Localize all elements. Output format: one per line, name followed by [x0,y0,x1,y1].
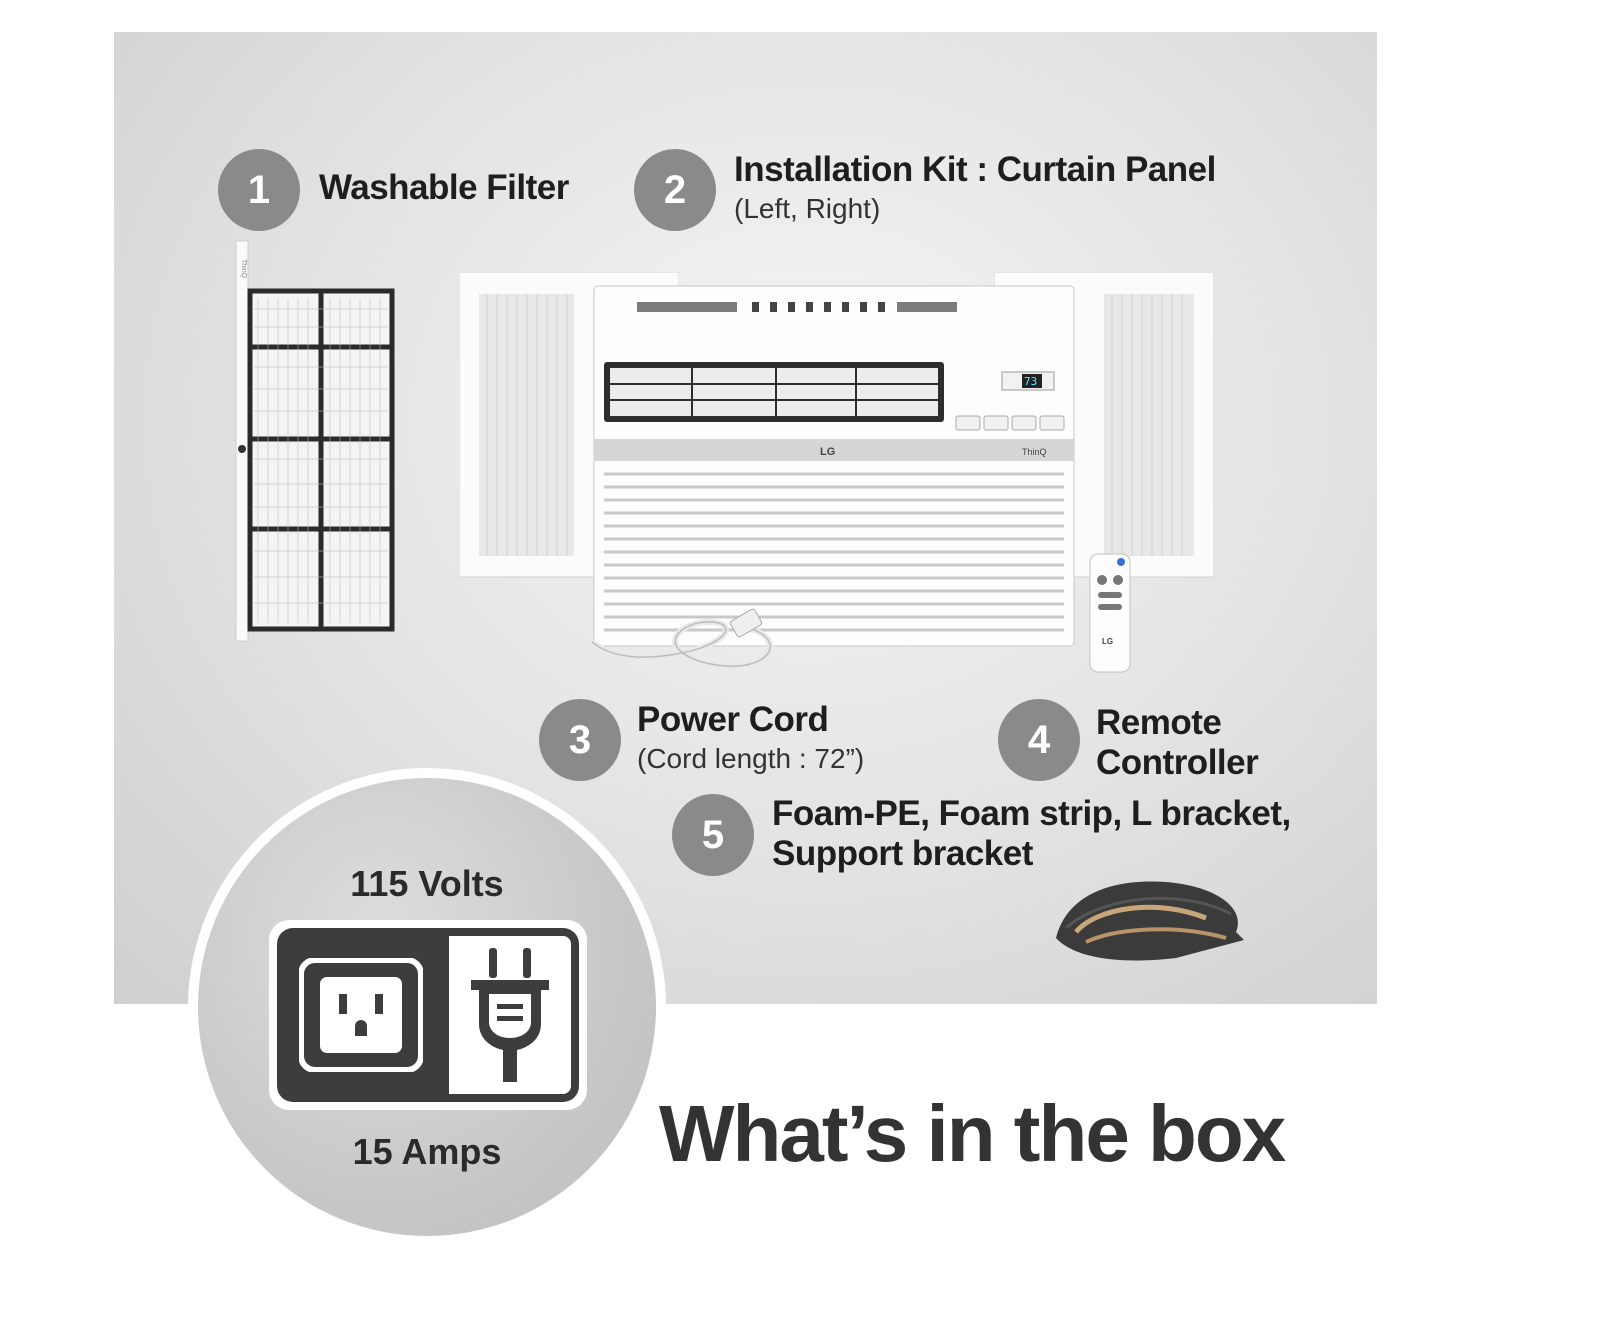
item-3-badge: 3 [539,699,621,781]
air-conditioner-image: 73 LG ThinQ [592,285,1075,670]
item-2-subtitle: (Left, Right) [734,193,881,224]
item-5-title-line1: Foam-PE, Foam strip, L bracket, [772,794,1291,833]
item-2-title: Installation Kit : Curtain Panel [734,150,1216,189]
filter-thinq-mark: ThinQ [240,259,247,279]
power-specs-disc: 115 Volts [198,778,656,1236]
item-2-badge: 2 [634,149,716,231]
voltage-label: 115 Volts [350,863,504,904]
remote-lg-logo: LG [1102,637,1113,646]
item-4-title-line2: Controller [1096,743,1259,783]
plug-icon-panel [441,928,579,1102]
item-5-badge: 5 [672,794,754,876]
ac-thinq-label: ThinQ [1022,447,1047,457]
product-panel: 1 Washable Filter 2 Installation Kit : C… [114,32,1377,1004]
ac-temperature-display: 73 [1024,375,1037,388]
power-specs-badge: 115 Volts [188,768,666,1246]
item-5-title: Foam-PE, Foam strip, L bracket, Support … [772,794,1291,875]
outlet-icon [299,958,423,1072]
power-icon-box [269,920,587,1110]
plug-icon [471,948,549,1082]
washable-filter-image: ThinQ [235,240,395,642]
item-4-title: Remote Controller [1096,703,1259,784]
item-3-subtitle: (Cord length : 72”) [637,743,865,774]
power-cord-plug-icon [729,608,763,638]
remote-controller-image: LG [1089,553,1131,673]
item-3-title: Power Cord [637,700,829,739]
item-4-badge: 4 [998,699,1080,781]
item-1-title: Washable Filter [319,168,569,207]
item-4-title-line1: Remote [1096,703,1222,742]
power-icon-frame [277,928,579,1102]
page-headline: What’s in the box [659,1089,1286,1178]
foam-strip-image [1056,881,1244,961]
ac-lg-logo: LG [820,446,835,458]
item-5-title-line2: Support bracket [772,834,1033,874]
item-1-badge: 1 [218,149,300,231]
filter-lg-logo-icon [238,445,246,453]
amperage-label: 15 Amps [352,1131,502,1172]
